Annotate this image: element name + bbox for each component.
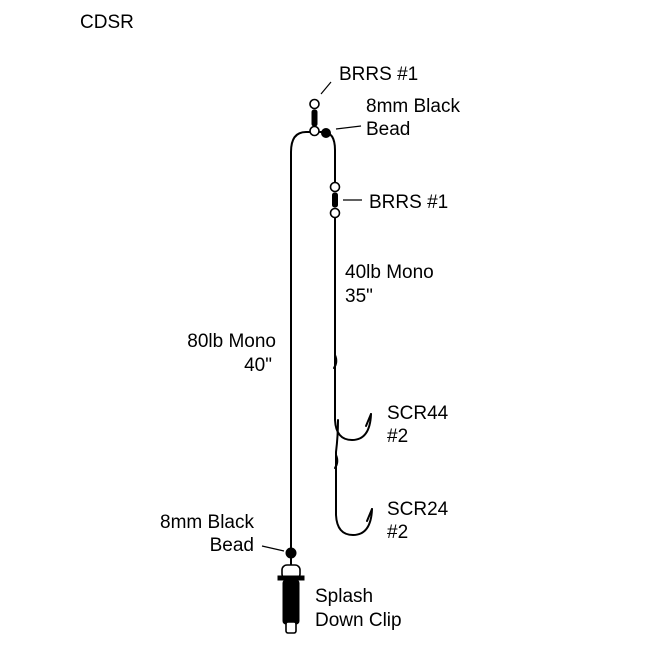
top-bead-leader <box>335 125 362 130</box>
bottom-bead-leader <box>261 545 285 552</box>
label-hook1-line2: #2 <box>387 426 408 447</box>
label-middle-swivel: BRRS #1 <box>369 192 448 213</box>
hook-scr44 <box>333 354 372 441</box>
diagram-title: CDSR <box>80 12 134 33</box>
label-top-bead-line1: 8mm Black <box>366 96 460 117</box>
label-bottom-bead-line1: 8mm Black <box>160 512 254 533</box>
hook-scr24 <box>334 454 373 536</box>
label-hook1-line1: SCR44 <box>387 403 449 424</box>
label-main-line1: 80lb Mono <box>187 331 276 352</box>
label-dropper-line2: 35" <box>345 286 373 307</box>
splash-down-clip <box>277 557 305 634</box>
label-top-swivel: BRRS #1 <box>339 64 418 85</box>
label-main-line2: 40" <box>244 355 272 376</box>
label-clip-line1: Splash <box>315 586 373 607</box>
label-top-bead-line2: Bead <box>366 119 410 140</box>
label-clip-line2: Down Clip <box>315 610 402 631</box>
middle-swivel <box>329 181 341 219</box>
top-swivel <box>309 98 320 137</box>
dropper-line <box>319 131 336 186</box>
snell-line <box>335 419 339 456</box>
top-swivel-leader <box>320 81 332 95</box>
label-dropper-line1: 40lb Mono <box>345 262 434 283</box>
top-bead <box>321 128 331 138</box>
label-hook2-line1: SCR24 <box>387 499 449 520</box>
main-line <box>290 131 314 557</box>
bottom-bead <box>285 547 297 559</box>
label-hook2-line2: #2 <box>387 522 408 543</box>
label-bottom-bead-line2: Bead <box>210 535 254 556</box>
